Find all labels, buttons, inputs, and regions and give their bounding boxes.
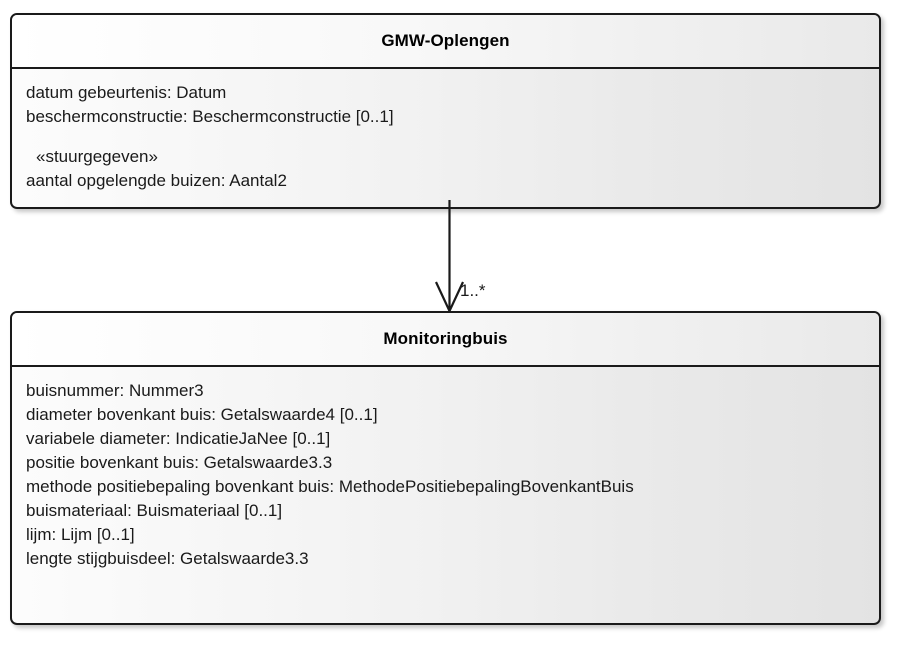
uml-stereotype: «stuurgegeven»	[36, 147, 158, 166]
uml-class-title: GMW-Oplengen	[381, 31, 510, 50]
uml-attribute-list: buisnummer: Nummer3 diameter bovenkant b…	[12, 367, 879, 581]
association-line-icon	[435, 200, 464, 314]
uml-attribute: variabele diameter: IndicatieJaNee [0..1…	[26, 429, 331, 448]
uml-class-monitoringbuis[interactable]: Monitoringbuis buisnummer: Nummer3 diame…	[10, 311, 881, 625]
uml-class-gmw-oplengen[interactable]: GMW-Oplengen datum gebeurtenis: Datum be…	[10, 13, 881, 209]
uml-class-header: GMW-Oplengen	[12, 15, 879, 69]
uml-attribute: aantal opgelengde buizen: Aantal2	[26, 171, 287, 190]
uml-attribute: buismateriaal: Buismateriaal [0..1]	[26, 501, 283, 520]
uml-attribute: lengte stijgbuisdeel: Getalswaarde3.3	[26, 549, 309, 568]
uml-class-title: Monitoringbuis	[383, 329, 508, 348]
uml-attribute-list: datum gebeurtenis: Datum beschermconstru…	[12, 69, 879, 203]
uml-attribute: positie bovenkant buis: Getalswaarde3.3	[26, 453, 333, 472]
uml-class-header: Monitoringbuis	[12, 313, 879, 367]
uml-attribute: buisnummer: Nummer3	[26, 381, 204, 400]
uml-attribute: diameter bovenkant buis: Getalswaarde4 […	[26, 405, 378, 424]
association-connector	[400, 200, 580, 320]
uml-attribute: beschermconstructie: Beschermconstructie…	[26, 107, 394, 126]
uml-attribute: datum gebeurtenis: Datum	[26, 83, 227, 102]
uml-attribute: lijm: Lijm [0..1]	[26, 525, 135, 544]
association-multiplicity-label: 1..*	[460, 281, 486, 300]
uml-attribute: methode positiebepaling bovenkant buis: …	[26, 477, 634, 496]
